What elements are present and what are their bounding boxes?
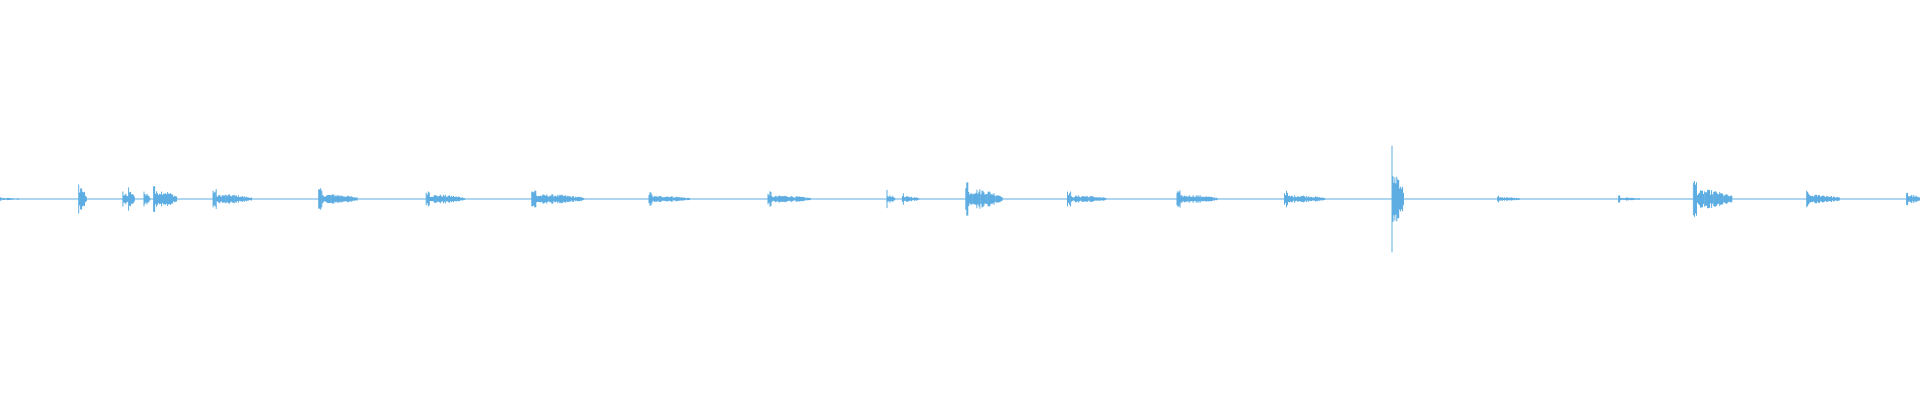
waveform-burst [1806,190,1840,208]
waveform-burst [648,192,690,206]
waveform-burst [143,191,151,207]
waveform-burst [1692,181,1733,217]
waveform-burst [1284,190,1326,208]
waveform-burst [767,191,811,207]
waveform-bursts [0,145,1920,253]
waveform-burst [78,184,87,214]
waveform-burst [425,191,466,207]
waveform-burst [1067,191,1107,207]
waveform-burst [122,191,130,207]
waveform-burst [318,188,358,210]
waveform-burst [0,197,24,201]
waveform-burst [1176,190,1218,208]
waveform-burst [153,186,178,212]
waveform-burst [531,190,585,208]
waveform-burst [901,193,921,205]
waveform-burst [128,187,135,211]
waveform-burst [1391,145,1404,253]
waveform-burst [212,189,252,209]
waveform-burst [1906,192,1920,206]
waveform-burst [886,189,896,209]
waveform-burst [965,182,1003,216]
waveform-burst [1618,195,1643,203]
waveform-burst [1497,195,1522,203]
